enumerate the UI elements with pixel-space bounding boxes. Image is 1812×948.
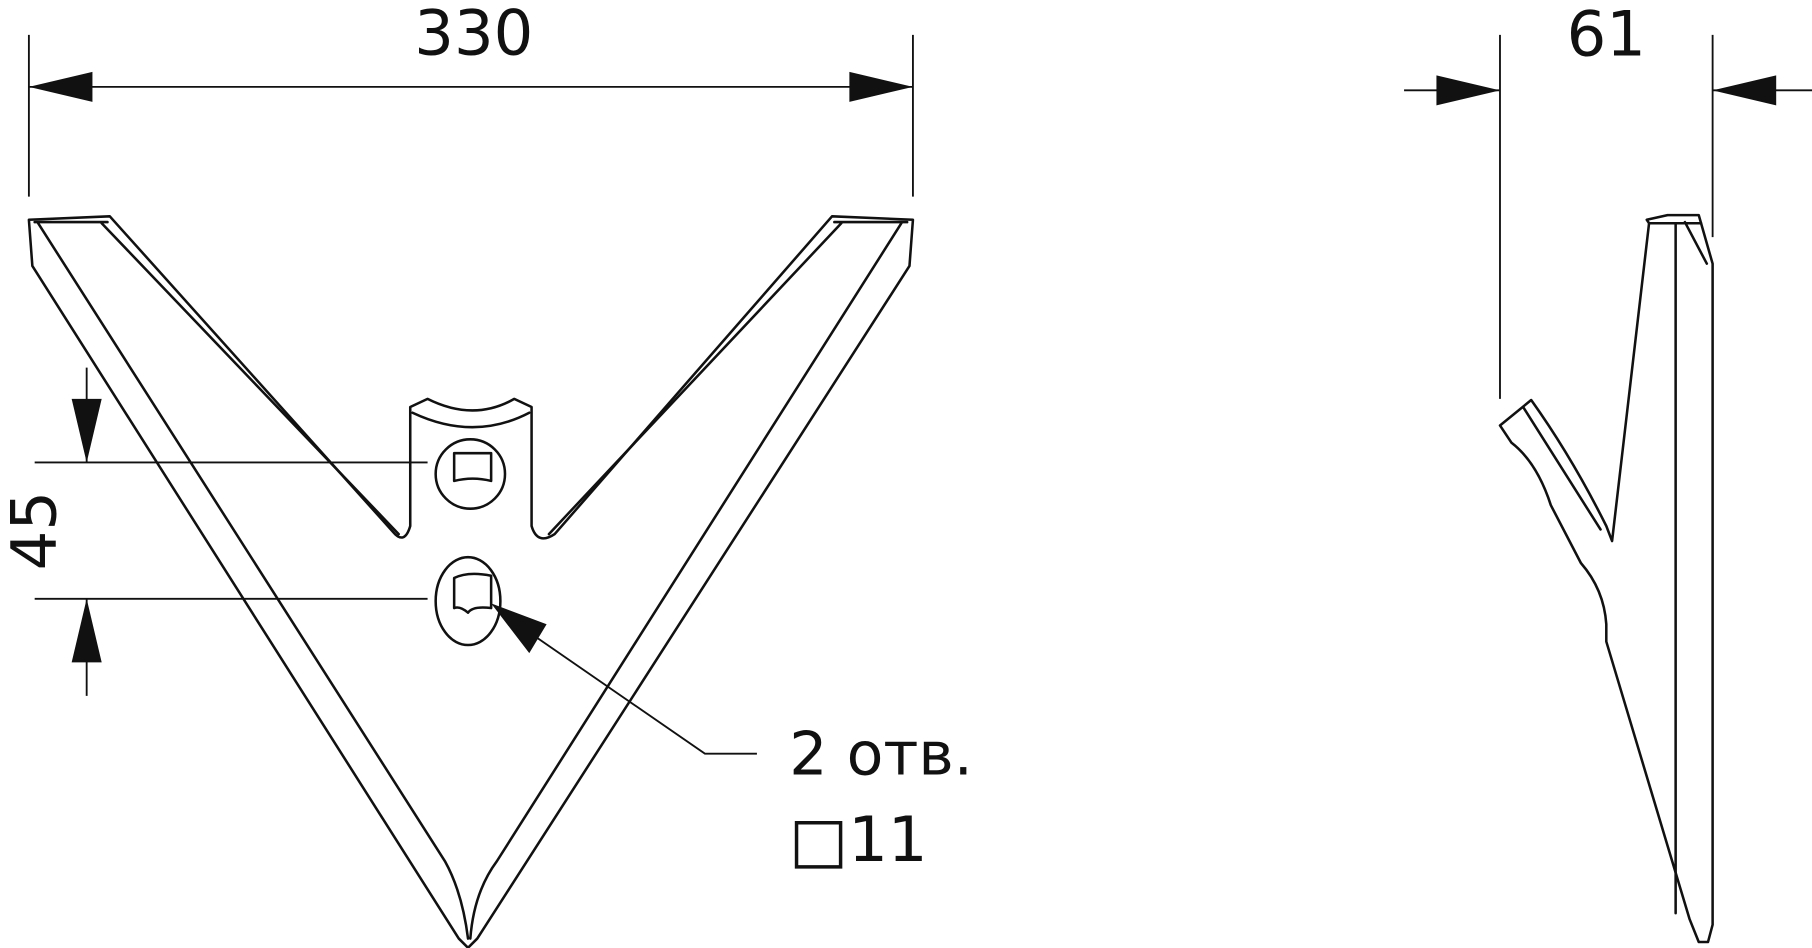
- hole-note-count: 2 отв.: [789, 719, 973, 789]
- dimension-label-thickness: 61: [1567, 0, 1646, 71]
- side-profile-inner-lines: [1521, 220, 1709, 915]
- side-view: 61: [1404, 0, 1812, 944]
- blade-bevel-lines: [33, 220, 909, 940]
- side-profile-outline: [1498, 213, 1714, 944]
- front-view: 330 45 2 отв. □11: [0, 0, 973, 948]
- dimension-330: 330: [27, 0, 914, 197]
- hole-note-leader: 2 отв. □11: [491, 603, 973, 876]
- hole-note-size: □11: [789, 803, 927, 876]
- blade-outline: [27, 215, 915, 948]
- mounting-hole-upper: [434, 438, 507, 510]
- mounting-hole-lower: [434, 555, 502, 647]
- dimension-61: 61: [1404, 0, 1812, 399]
- dimension-45: 45: [0, 367, 428, 696]
- dimension-label-width: 330: [414, 0, 533, 70]
- dimension-label-hole-spacing: 45: [0, 491, 70, 570]
